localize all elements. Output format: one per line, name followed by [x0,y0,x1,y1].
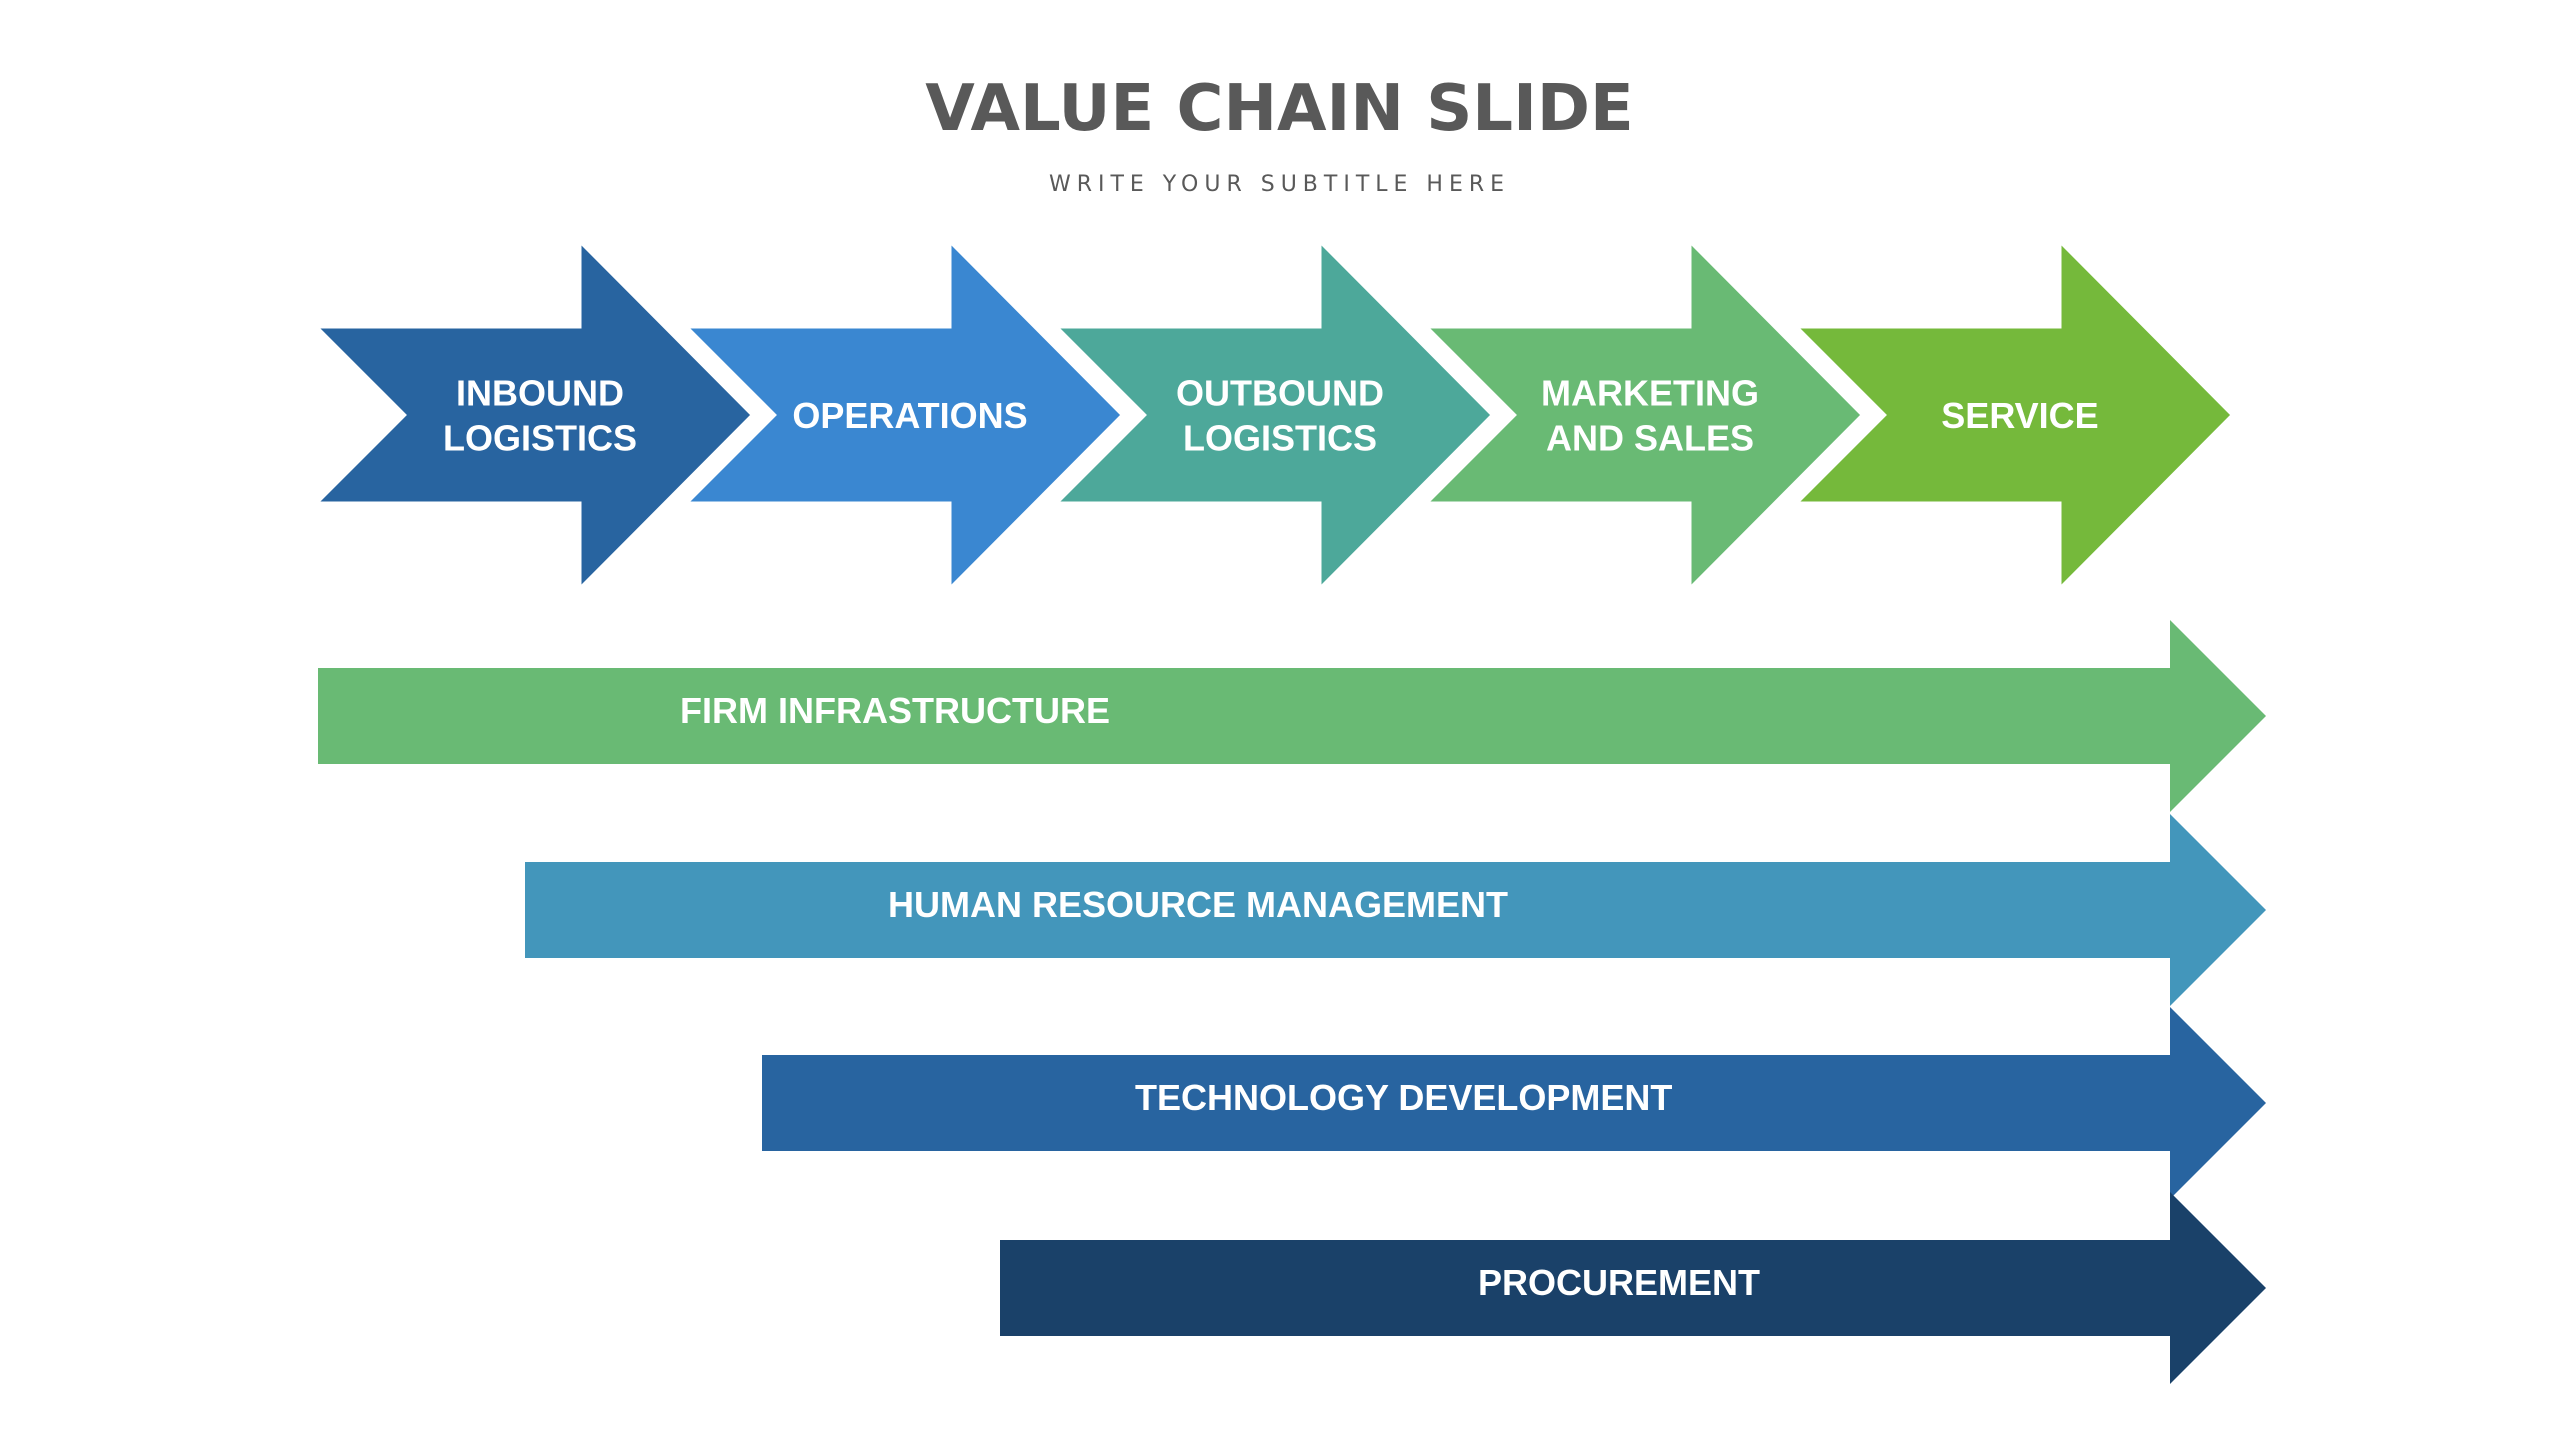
support-arrow-human-resource-management [525,814,2266,1006]
support-label-technology-development: TECHNOLOGY DEVELOPMENT [1135,1077,1672,1118]
support-label-human-resource-management: HUMAN RESOURCE MANAGEMENT [888,884,1508,925]
primary-arrow-marketing-and-sales [1413,228,1870,602]
primary-arrow-operations [673,228,1130,602]
primary-label-line: OPERATIONS [792,395,1027,436]
support-arrow-technology-development [762,1007,2266,1199]
primary-label-service: SERVICE [1941,395,2098,436]
support-arrow-procurement [1000,1192,2266,1384]
primary-label-line: OUTBOUND [1176,372,1384,413]
support-arrow-firm-infrastructure [318,620,2266,812]
slide-subtitle: WRITE YOUR SUBTITLE HERE [1048,172,1511,197]
support-label-procurement: PROCUREMENT [1478,1262,1760,1303]
primary-label-line: LOGISTICS [443,417,637,458]
primary-arrow-inbound-logistics [303,228,760,602]
primary-label-line: LOGISTICS [1183,417,1377,458]
primary-arrow-outbound-logistics [1043,228,1500,602]
primary-label-line: AND SALES [1546,417,1754,458]
slide-title: VALUE CHAIN SLIDE [925,72,1634,146]
primary-label-operations: OPERATIONS [792,395,1027,436]
primary-label-line: MARKETING [1541,372,1759,413]
primary-label-line: INBOUND [456,372,624,413]
support-label-firm-infrastructure: FIRM INFRASTRUCTURE [680,690,1110,731]
primary-arrow-service [1783,228,2240,602]
support-activities: FIRM INFRASTRUCTURE HUMAN RESOURCE MANAGE… [318,620,2266,1384]
primary-label-line: SERVICE [1941,395,2098,436]
